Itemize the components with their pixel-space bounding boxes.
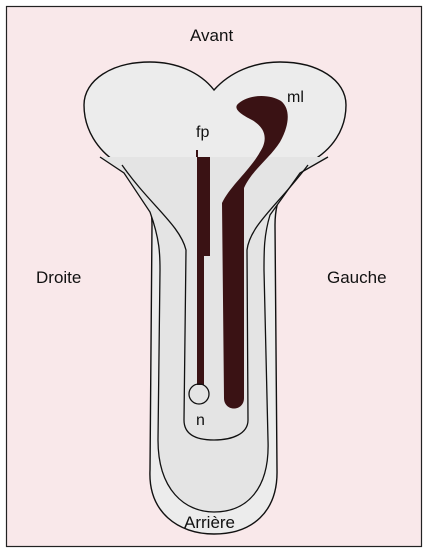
label-ml: ml [287,89,304,107]
label-back: Arrière [184,513,235,533]
label-front: Avant [190,26,233,46]
label-fp: fp [196,124,209,142]
label-left: Gauche [327,268,387,288]
label-right: Droite [36,268,81,288]
label-n: n [196,412,205,430]
